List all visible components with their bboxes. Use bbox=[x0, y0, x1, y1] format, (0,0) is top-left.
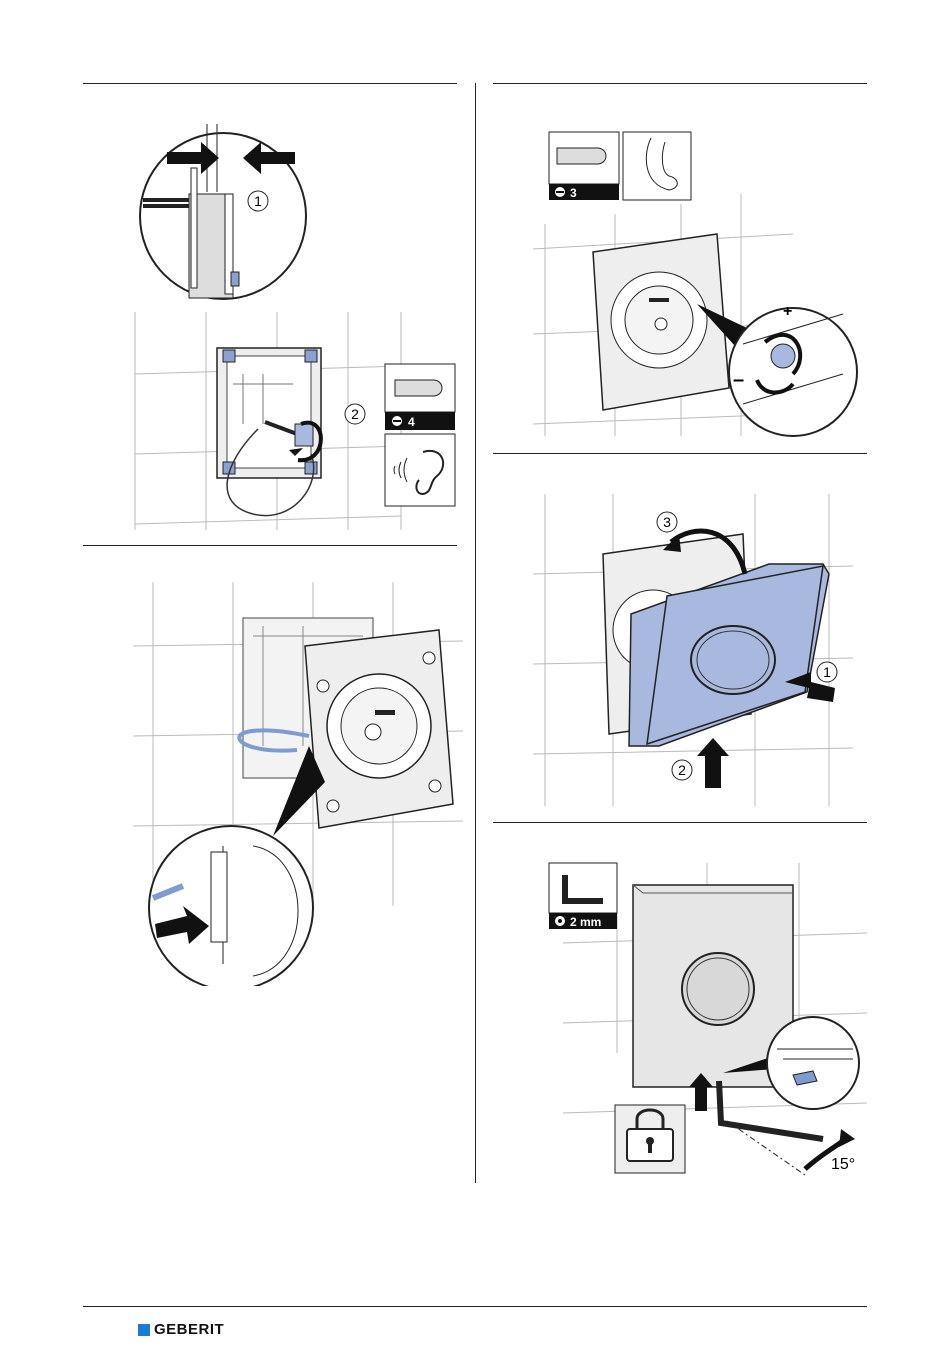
minus-sign: – bbox=[733, 369, 744, 391]
tool-size-label: 3 bbox=[570, 186, 577, 200]
detail-magnifier bbox=[140, 124, 306, 299]
mounting-frame bbox=[305, 630, 453, 828]
step5-illustration: 2 mm 15° bbox=[493, 823, 867, 1183]
callout-1-text: 1 bbox=[254, 193, 262, 209]
step1-illustration: 1 2 4 bbox=[83, 84, 475, 544]
tool-size-label: 2 mm bbox=[570, 915, 601, 929]
mounting-frame bbox=[593, 234, 729, 410]
step4-illustration: 1 2 3 bbox=[493, 454, 867, 820]
callout-2-text: 2 bbox=[678, 762, 686, 778]
footer-logo: GEBERIT bbox=[138, 1321, 224, 1338]
arrow-push-2 bbox=[697, 738, 729, 788]
lock-icon bbox=[615, 1105, 685, 1173]
callout-2-text: 2 bbox=[351, 406, 359, 422]
ear-icon bbox=[385, 434, 455, 506]
brand-square-icon bbox=[138, 1324, 150, 1336]
screwdriver-icon bbox=[385, 364, 455, 430]
plus-sign: + bbox=[783, 303, 792, 320]
step3-illustration: 3 + – bbox=[493, 84, 867, 452]
detail-magnifier bbox=[149, 746, 325, 986]
footer-rule bbox=[83, 1306, 867, 1307]
callout-3-text: 3 bbox=[663, 514, 671, 530]
step2-illustration bbox=[83, 546, 475, 986]
callout-1-text: 1 bbox=[823, 664, 831, 680]
brand-name: GEBERIT bbox=[154, 1321, 224, 1338]
installation-box bbox=[217, 348, 321, 516]
angle-label: 15° bbox=[831, 1156, 855, 1173]
tool-size-label: 4 bbox=[408, 415, 415, 429]
column-divider bbox=[475, 83, 476, 1183]
